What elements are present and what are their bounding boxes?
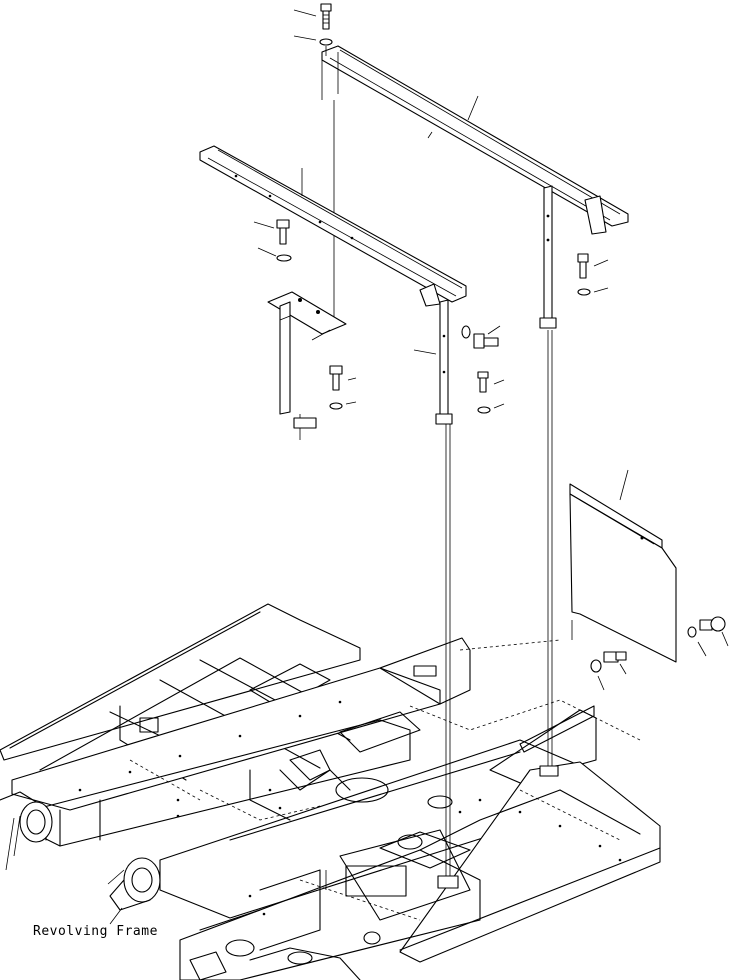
side-cover-panel [569,483,677,663]
callout-leader [467,95,479,121]
bolt [329,365,343,391]
callout-leader [293,9,317,17]
callout-leader [427,131,433,139]
bolt [461,325,499,349]
callout-leader [293,35,317,41]
washer [276,254,292,262]
washer [329,402,343,410]
revolving-frame-label: Revolving Frame [33,924,158,939]
top-washer [319,38,333,46]
bolt [577,253,589,279]
bolt [477,371,489,393]
callout-leader [109,907,123,925]
revolving-frame [0,603,661,980]
washer [577,288,591,296]
top-bolt [320,3,332,30]
rear-upper-bracket [321,45,629,329]
washer [590,659,602,673]
left-support-plate [267,291,347,429]
washer [687,626,697,638]
bolt [699,616,726,632]
callout-leader [257,247,277,257]
callout-leader [253,221,275,229]
callout-leader [413,349,437,355]
front-upper-bracket [199,145,467,425]
callout-leader [619,469,629,501]
mounting-tab [539,765,559,777]
bolt [603,651,627,663]
bolt [276,219,290,245]
mounting-tab [437,875,459,889]
washer [477,406,491,414]
